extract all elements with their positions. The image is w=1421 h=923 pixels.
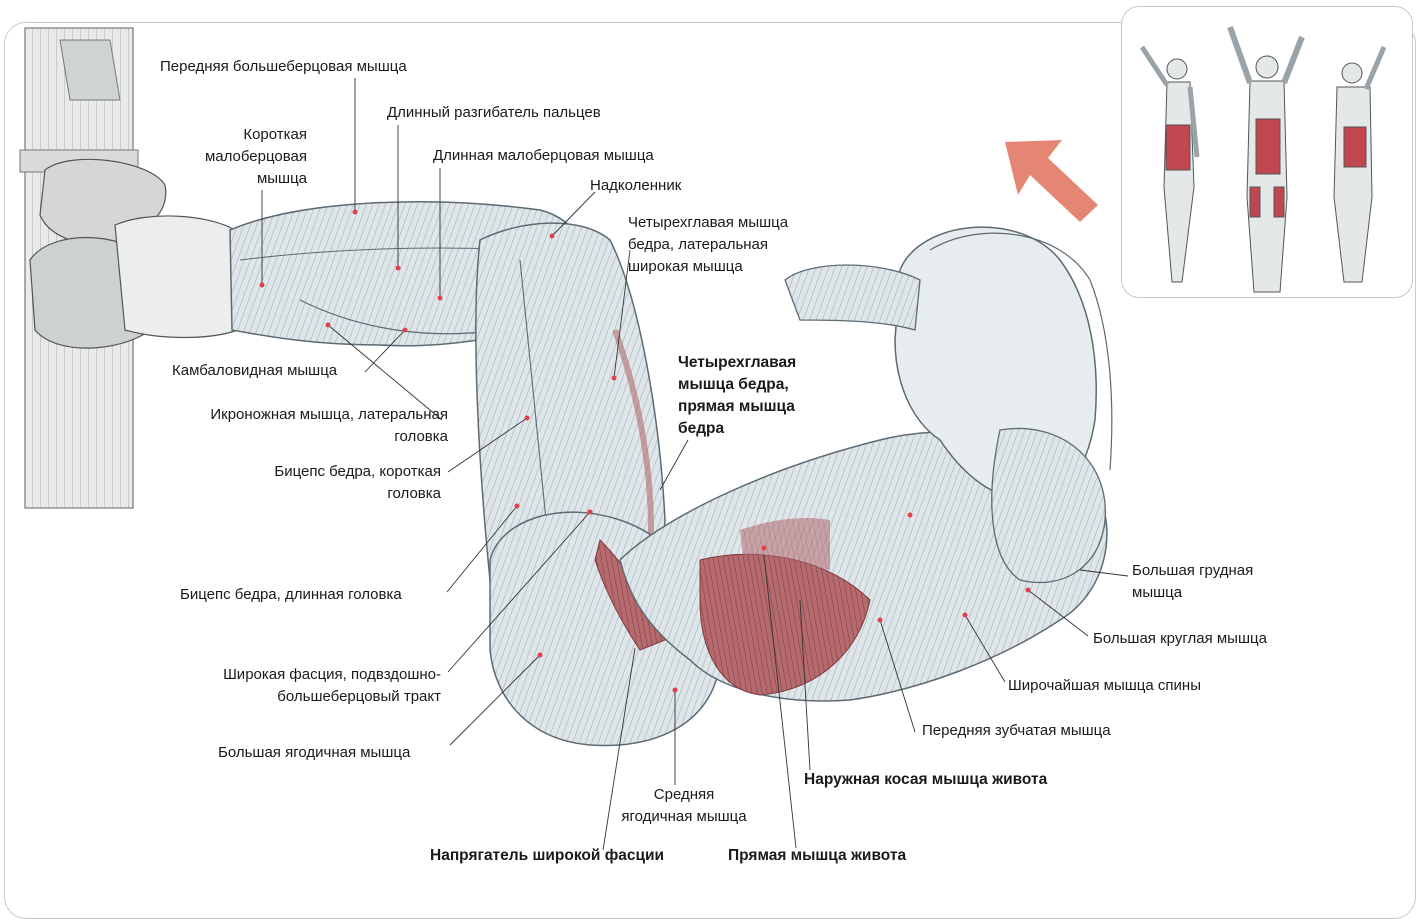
label-ext-digitorum-longus: Длинный разгибатель пальцев [387, 102, 601, 124]
label-gastrocnemius-lateral: Икроножная мышца, латеральная головка [160, 404, 448, 448]
target-muscles-inset [1121, 6, 1413, 298]
muscle-figure-icon [1122, 7, 1412, 297]
label-pectoralis-major: Большая грудная мышца [1132, 560, 1253, 604]
sock [115, 216, 238, 338]
label-it-band: Широкая фасция, подвздошно- большеберцов… [150, 664, 441, 708]
label-latissimus-dorsi: Широчайшая мышца спины [1008, 675, 1201, 697]
label-rectus-abdominis: Прямая мышца живота [728, 845, 906, 867]
label-biceps-short: Бицепс бедра, короткая головка [200, 461, 441, 505]
label-rectus-femoris: Четырехглавая мышца бедра, прямая мышца … [678, 352, 796, 440]
label-peroneus-brevis: Короткая малоберцовая мышца [170, 124, 307, 190]
label-tibialis-anterior: Передняя большеберцовая мышца [160, 56, 407, 78]
label-external-oblique: Наружная косая мышца живота [804, 769, 1047, 791]
label-vastus-lateralis: Четырехглавая мышца бедра, латеральная ш… [628, 212, 788, 278]
label-peroneus-longus: Длинная малоберцовая мышца [433, 145, 654, 167]
label-patella: Надколенник [590, 175, 681, 197]
label-gluteus-medius: Средняя ягодичная мышца [594, 784, 774, 828]
arrow-up-left-icon [1005, 140, 1098, 222]
rectus-highlight [740, 518, 830, 575]
label-tfl: Напрягатель широкой фасции [430, 845, 664, 867]
label-soleus: Камбаловидная мышца [172, 360, 337, 382]
forearm [785, 265, 920, 330]
label-teres-major: Большая круглая мышца [1093, 628, 1267, 650]
label-serratus-anterior: Передняя зубчатая мышца [922, 720, 1111, 742]
upper-arm [992, 428, 1106, 582]
label-gluteus-maximus: Большая ягодичная мышца [218, 742, 410, 764]
label-biceps-long: Бицепс бедра, длинная головка [180, 584, 402, 606]
